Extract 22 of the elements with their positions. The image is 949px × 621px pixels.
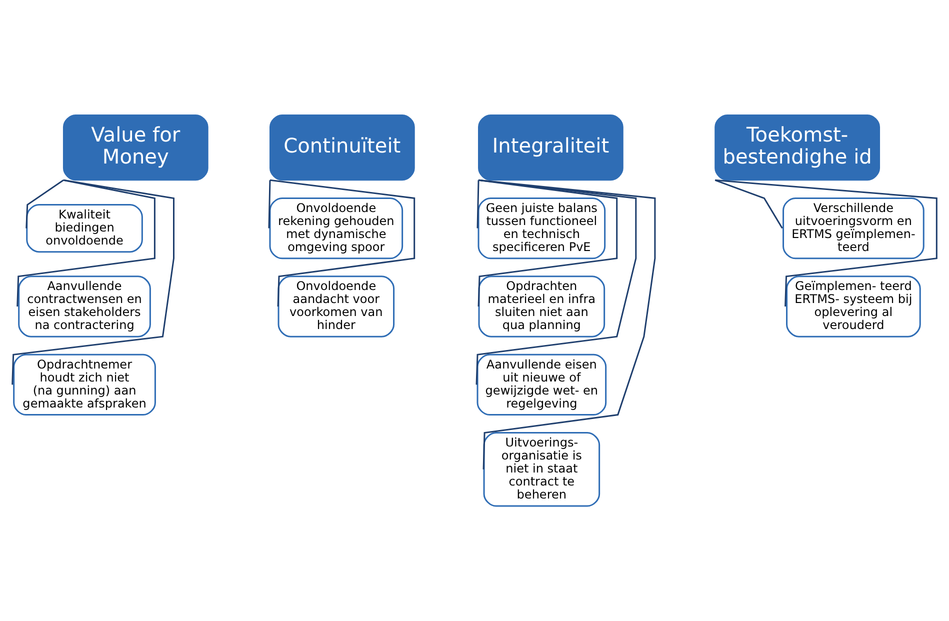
node-box: Kwaliteit biedingen onvoldoende: [26, 204, 143, 253]
node-box: Uitvoerings- organisatie is niet in staat contract te beheren: [483, 432, 600, 507]
node-box: Aanvullende eisen uit nieuwe of gewijzigde wet- en regelgeving: [476, 354, 607, 416]
node-box: Geen juiste balans tussen functioneel en technisch specificeren PvE: [478, 197, 606, 260]
node-box: Toekomst- bestendighe id: [714, 114, 880, 181]
connector: [714, 179, 783, 229]
node-box: Aanvullende contractwensen en eisen stakeholders na contractering: [18, 276, 151, 338]
node-box: Opdrachten materieel en infra sluiten niet aan qua planning: [478, 276, 606, 338]
connector: [26, 180, 64, 228]
connector: [476, 180, 480, 228]
connector: [715, 179, 938, 307]
node-box: Verschillende uitvoeringsvorm en ERTMS geïmplemen- teerd: [782, 197, 924, 260]
node-box: Value for Money: [62, 114, 208, 181]
node-box: Opdrachtnemer houdt zich niet (na gunning) aan gemaakte afspraken: [13, 354, 156, 416]
connector: [12, 179, 174, 385]
node-box: Onvoldoende aandacht voor voorkomen van hinder: [278, 276, 395, 338]
node-box: Integraliteit: [478, 114, 624, 181]
node-box: Onvoldoende rekening gehouden met dynamische omgeving spoor: [269, 197, 404, 260]
node-box: Continuïteit: [269, 114, 415, 181]
connector: [268, 180, 271, 228]
connector: [16, 179, 156, 307]
node-box: Geïmplemen- teerd ERTMS- systeem bij oplevering al verouderd: [786, 276, 921, 338]
